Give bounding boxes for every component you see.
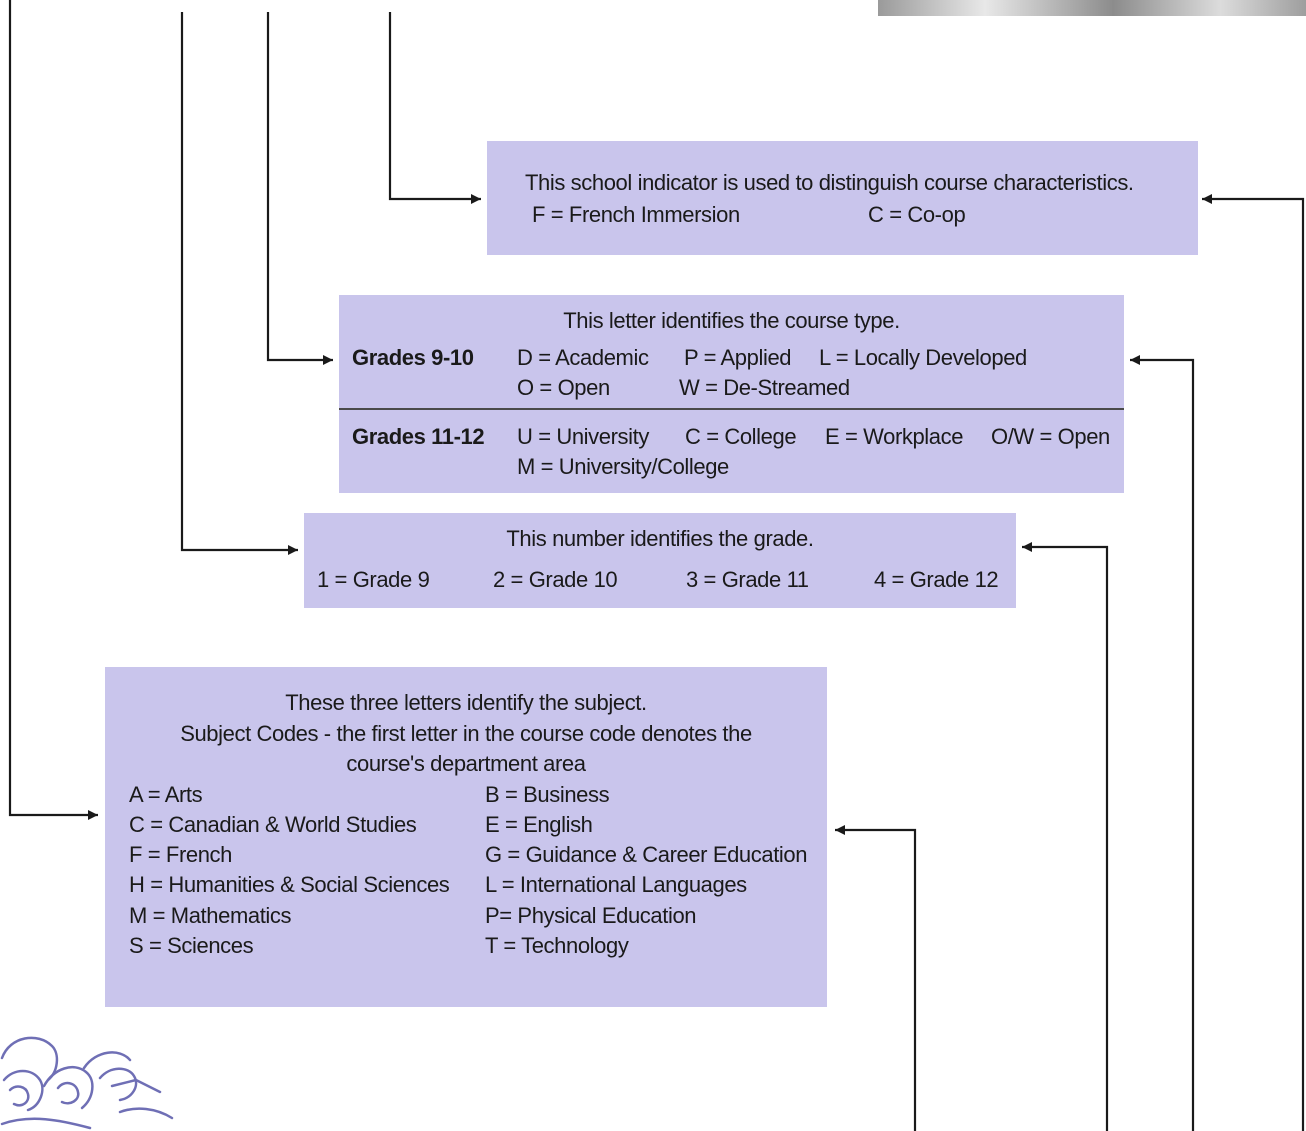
return-to-grade-box <box>1022 542 1109 1131</box>
return-to-subject-box <box>835 825 917 1131</box>
return-to-indicator-box <box>1202 194 1305 1131</box>
mascot-sketch-logo <box>0 1036 174 1130</box>
photo-fragment <box>878 0 1306 16</box>
subject-title: These three letters identify the subject… <box>285 690 647 715</box>
course-type-title: This letter identifies the course type. <box>563 308 900 333</box>
subject-code: L = International Languages <box>485 872 747 897</box>
subject-code: T = Technology <box>485 933 629 958</box>
grade-item: 4 = Grade 12 <box>874 567 999 592</box>
subject-code: G = Guidance & Career Education <box>485 842 808 867</box>
subject-code: H = Humanities & Social Sciences <box>129 872 450 897</box>
grade-box: This number identifies the grade. 1 = Gr… <box>304 513 1016 608</box>
return-to-course-type-box <box>1130 355 1195 1131</box>
subject-code: B = Business <box>485 782 610 807</box>
course-type-code: O/W = Open <box>991 424 1110 449</box>
course-type-code: O = Open <box>517 375 610 400</box>
subject-subtitle: Subject Codes - the first letter in the … <box>180 721 752 746</box>
course-type-code: D = Academic <box>517 345 649 370</box>
arrow-to-subject-box <box>8 0 98 820</box>
grade-item: 3 = Grade 11 <box>686 567 809 592</box>
course-type-code: E = Workplace <box>825 424 964 449</box>
course-type-code: C = College <box>685 424 797 449</box>
subject-code: P= Physical Education <box>485 903 697 928</box>
course-type-code: L = Locally Developed <box>819 345 1027 370</box>
grade-item: 1 = Grade 9 <box>317 567 430 592</box>
indicator-item: F = French Immersion <box>532 202 740 227</box>
subject-code: M = Mathematics <box>129 903 292 928</box>
arrow-to-course-type-box <box>266 12 333 365</box>
course-type-box: This letter identifies the course type. … <box>339 295 1124 493</box>
subject-subtitle: course's department area <box>346 751 586 776</box>
subject-code: C = Canadian & World Studies <box>129 812 417 837</box>
indicator-box: This school indicator is used to disting… <box>487 141 1198 255</box>
subject-code: A = Arts <box>129 782 203 807</box>
grades-9-10-label: Grades 9-10 <box>352 345 474 370</box>
grades-11-12-label: Grades 11-12 <box>352 424 485 449</box>
indicator-item: C = Co-op <box>868 202 966 227</box>
course-type-divider <box>339 408 1124 410</box>
grade-title: This number identifies the grade. <box>506 526 814 551</box>
course-type-code: P = Applied <box>684 345 792 370</box>
subject-code: S = Sciences <box>129 933 254 958</box>
grade-item: 2 = Grade 10 <box>493 567 618 592</box>
arrow-to-indicator-box <box>388 12 481 204</box>
indicator-title: This school indicator is used to disting… <box>525 170 1134 195</box>
subject-code: F = French <box>129 842 232 867</box>
arrow-to-grade-box <box>180 12 298 555</box>
course-type-code: W = De-Streamed <box>679 375 850 400</box>
subject-code: E = English <box>485 812 593 837</box>
course-type-code: M = University/College <box>517 454 729 479</box>
subject-box: These three letters identify the subject… <box>105 667 827 1007</box>
course-type-code: U = University <box>517 424 649 449</box>
